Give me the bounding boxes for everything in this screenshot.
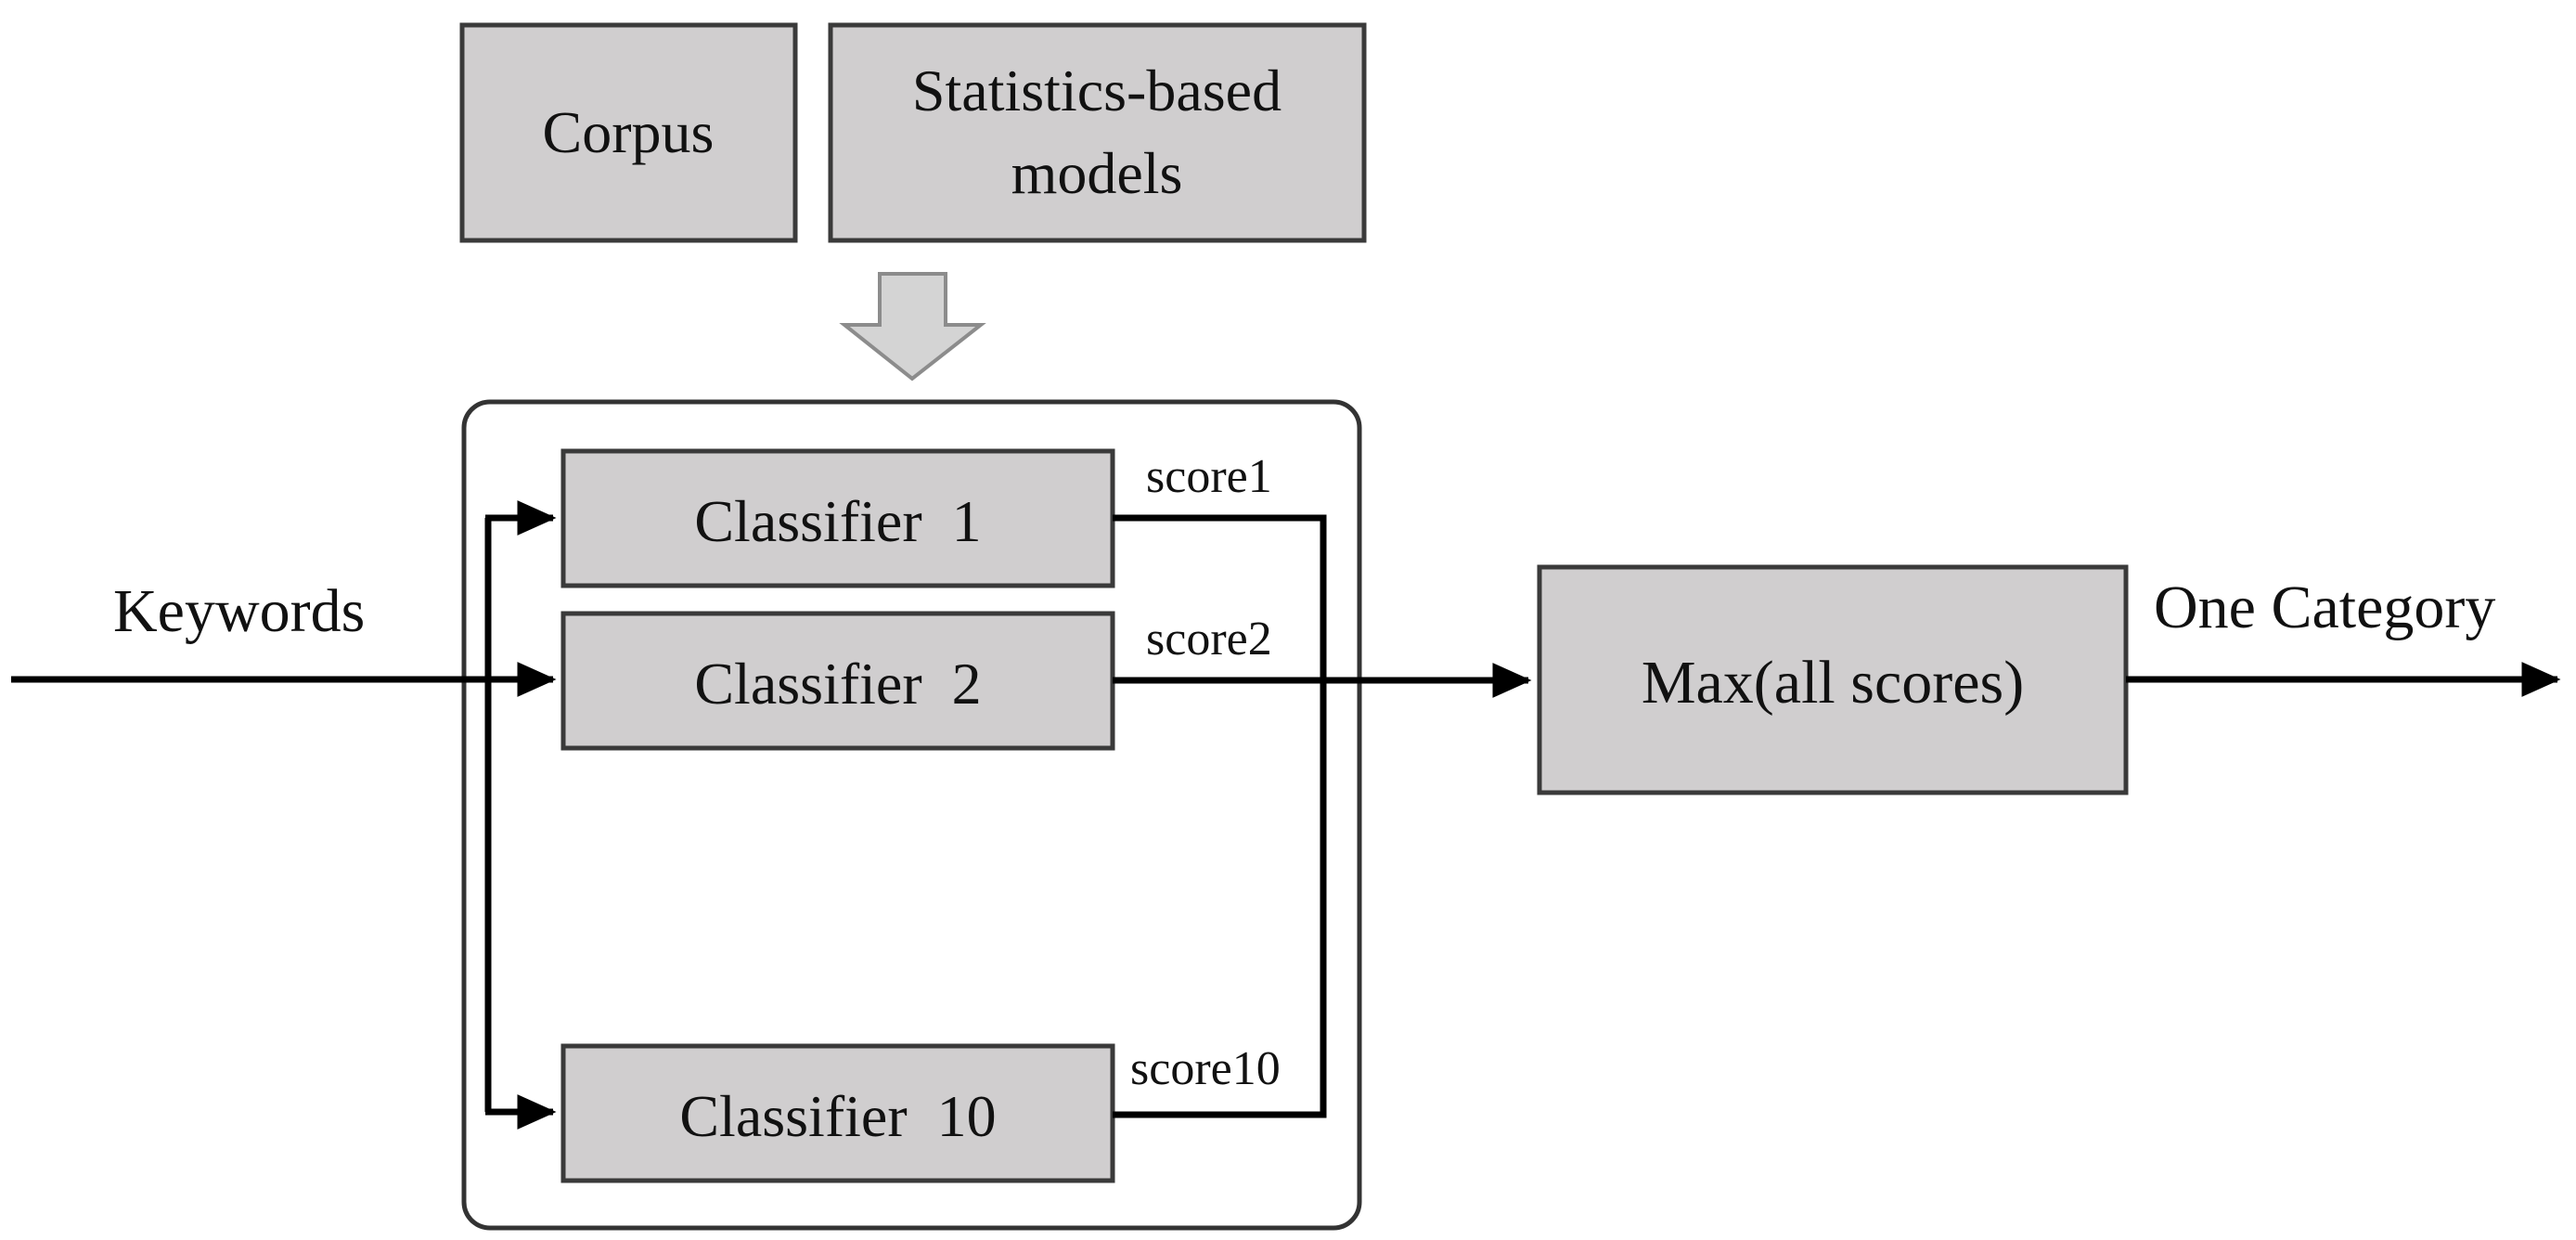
score2-label: score2	[1146, 613, 1272, 665]
classifier-box-2: Classifier 2	[560, 611, 1115, 751]
classifier-label: Classifier 10	[679, 1083, 996, 1149]
max-all-scores-box: Max(all scores)	[1537, 564, 2129, 795]
score10-label: score10	[1130, 1042, 1281, 1095]
score1-label: score1	[1146, 450, 1272, 503]
classifier-label: Classifier 1	[694, 488, 981, 554]
statistics-models-label-line1: Statistics-based	[912, 58, 1282, 123]
classifier-box-1: Classifier 1	[560, 448, 1115, 588]
keywords-label: Keywords	[113, 577, 365, 645]
max-all-scores-label: Max(all scores)	[1642, 649, 2024, 717]
classifier-ensemble-container	[461, 399, 1362, 1231]
statistics-models-label-line2: models	[1011, 140, 1183, 206]
corpus-box: Corpus	[459, 22, 798, 243]
classifier-label: Classifier 2	[694, 651, 981, 717]
statistics-models-box: Statistics-based models	[828, 22, 1367, 243]
corpus-label: Corpus	[543, 99, 715, 165]
down-block-arrow-icon	[839, 272, 986, 381]
classifier-box-10: Classifier 10	[560, 1043, 1115, 1183]
score1-line	[1113, 514, 1327, 1118]
one-category-label: One Category	[2154, 574, 2495, 641]
